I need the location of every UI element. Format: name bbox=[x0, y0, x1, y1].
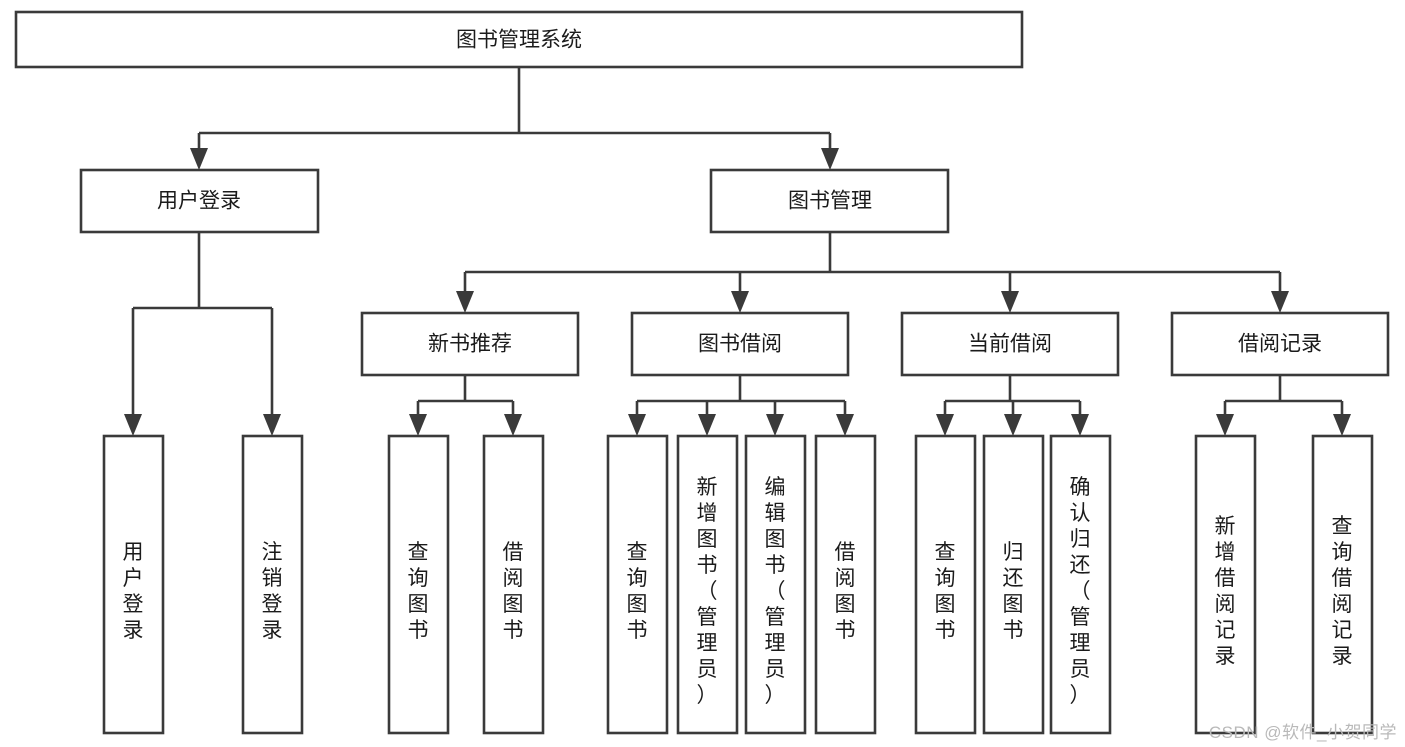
arrow-head-icon bbox=[124, 414, 142, 436]
leaf-node-records-query-record[interactable]: 查询借阅记录 bbox=[1311, 434, 1374, 735]
leaf-node-current-return-book[interactable]: 归还图书 bbox=[982, 434, 1045, 735]
node-box-shape bbox=[1311, 434, 1374, 735]
node-label: 注销登录 bbox=[262, 540, 283, 641]
node-label: 查询图书 bbox=[408, 540, 429, 641]
node-box-shape bbox=[387, 434, 450, 735]
arrow-head-icon bbox=[1004, 414, 1022, 436]
node-label: 借阅图书 bbox=[503, 540, 524, 641]
node-box-shape bbox=[102, 434, 165, 735]
node-box-shape bbox=[360, 311, 580, 377]
connector-user-login-to-leaves bbox=[124, 232, 281, 436]
node-borrow-records[interactable]: 借阅记录 bbox=[1170, 311, 1390, 377]
node-label: 新书推荐 bbox=[428, 333, 512, 356]
node-box-shape bbox=[676, 434, 739, 735]
node-label: 当前借阅 bbox=[968, 333, 1052, 356]
arrow-head-icon bbox=[263, 414, 281, 436]
connector-new-book-to-leaves bbox=[409, 375, 522, 436]
connector-current-borrow-to-leaves bbox=[936, 375, 1089, 436]
node-label: 确认归还（管理员） bbox=[1070, 475, 1091, 706]
connector-root-to-level2 bbox=[190, 67, 839, 170]
node-box-shape bbox=[606, 434, 669, 735]
node-label: 图书管理系统 bbox=[456, 29, 582, 52]
node-box-shape bbox=[14, 10, 1024, 69]
node-new-book-recommend[interactable]: 新书推荐 bbox=[360, 311, 580, 377]
node-label: 用户登录 bbox=[157, 190, 241, 213]
node-box-shape bbox=[79, 168, 320, 234]
node-box-shape bbox=[709, 168, 950, 234]
node-label: 新增借阅记录 bbox=[1215, 514, 1236, 667]
arrow-head-icon bbox=[698, 414, 716, 436]
leaf-node-records-add-record[interactable]: 新增借阅记录 bbox=[1194, 434, 1257, 735]
connector-borrow-records-to-leaves bbox=[1216, 375, 1351, 436]
leaf-node-borrow-borrow-book[interactable]: 借阅图书 bbox=[814, 434, 877, 735]
arrow-head-icon bbox=[1271, 291, 1289, 313]
node-box-shape bbox=[630, 311, 850, 377]
arrow-head-icon bbox=[836, 414, 854, 436]
arrow-head-icon bbox=[1216, 414, 1234, 436]
leaf-node-current-query-book[interactable]: 查询图书 bbox=[914, 434, 977, 735]
node-book-management[interactable]: 图书管理 bbox=[709, 168, 950, 234]
leaf-node-borrow-add-book[interactable]: 新增图书（管理员） bbox=[676, 434, 739, 735]
node-box-shape bbox=[814, 434, 877, 735]
connector-book-mgmt-to-level3 bbox=[456, 232, 1289, 313]
node-box-shape bbox=[982, 434, 1045, 735]
leaf-node-borrow-edit-book[interactable]: 编辑图书（管理员） bbox=[744, 434, 807, 735]
leaf-node-new-book-query[interactable]: 查询图书 bbox=[387, 434, 450, 735]
node-root-system[interactable]: 图书管理系统 bbox=[14, 10, 1024, 69]
node-box-shape bbox=[1049, 434, 1112, 735]
node-label: 查询图书 bbox=[627, 540, 648, 641]
node-label: 编辑图书（管理员） bbox=[765, 475, 786, 706]
arrow-head-icon bbox=[821, 148, 839, 170]
node-box-shape bbox=[241, 434, 304, 735]
node-label: 图书借阅 bbox=[698, 333, 782, 356]
node-label: 归还图书 bbox=[1003, 540, 1024, 641]
node-box-shape bbox=[482, 434, 545, 735]
node-box-shape bbox=[744, 434, 807, 735]
node-label: 新增图书（管理员） bbox=[697, 475, 718, 706]
node-box-shape bbox=[1170, 311, 1390, 377]
node-label: 查询图书 bbox=[935, 540, 956, 641]
node-label: 借阅图书 bbox=[835, 540, 856, 641]
node-current-borrow[interactable]: 当前借阅 bbox=[900, 311, 1120, 377]
node-book-borrow[interactable]: 图书借阅 bbox=[630, 311, 850, 377]
node-label: 图书管理 bbox=[788, 190, 872, 213]
arrow-head-icon bbox=[1333, 414, 1351, 436]
leaf-node-new-book-borrow[interactable]: 借阅图书 bbox=[482, 434, 545, 735]
arrow-head-icon bbox=[456, 291, 474, 313]
arrow-head-icon bbox=[628, 414, 646, 436]
arrow-head-icon bbox=[731, 291, 749, 313]
arrow-head-icon bbox=[936, 414, 954, 436]
connector-book-borrow-to-leaves bbox=[628, 375, 854, 436]
node-label: 用户登录 bbox=[123, 540, 144, 641]
node-box-shape bbox=[1194, 434, 1257, 735]
arrow-head-icon bbox=[409, 414, 427, 436]
node-box-shape bbox=[914, 434, 977, 735]
leaf-node-borrow-query-book[interactable]: 查询图书 bbox=[606, 434, 669, 735]
node-label: 查询借阅记录 bbox=[1332, 514, 1353, 667]
arrow-head-icon bbox=[1001, 291, 1019, 313]
csdn-watermark: CSDN @软件_小贺同学 bbox=[1208, 723, 1397, 742]
arrow-head-icon bbox=[190, 148, 208, 170]
leaf-node-user-login-login[interactable]: 用户登录 bbox=[102, 434, 165, 735]
node-label: 借阅记录 bbox=[1238, 333, 1322, 356]
node-user-login[interactable]: 用户登录 bbox=[79, 168, 320, 234]
node-box-shape bbox=[900, 311, 1120, 377]
leaf-node-current-confirm-return[interactable]: 确认归还（管理员） bbox=[1049, 434, 1112, 735]
arrow-head-icon bbox=[1071, 414, 1089, 436]
arrow-head-icon bbox=[766, 414, 784, 436]
arrow-head-icon bbox=[504, 414, 522, 436]
leaf-node-user-login-logout[interactable]: 注销登录 bbox=[241, 434, 304, 735]
